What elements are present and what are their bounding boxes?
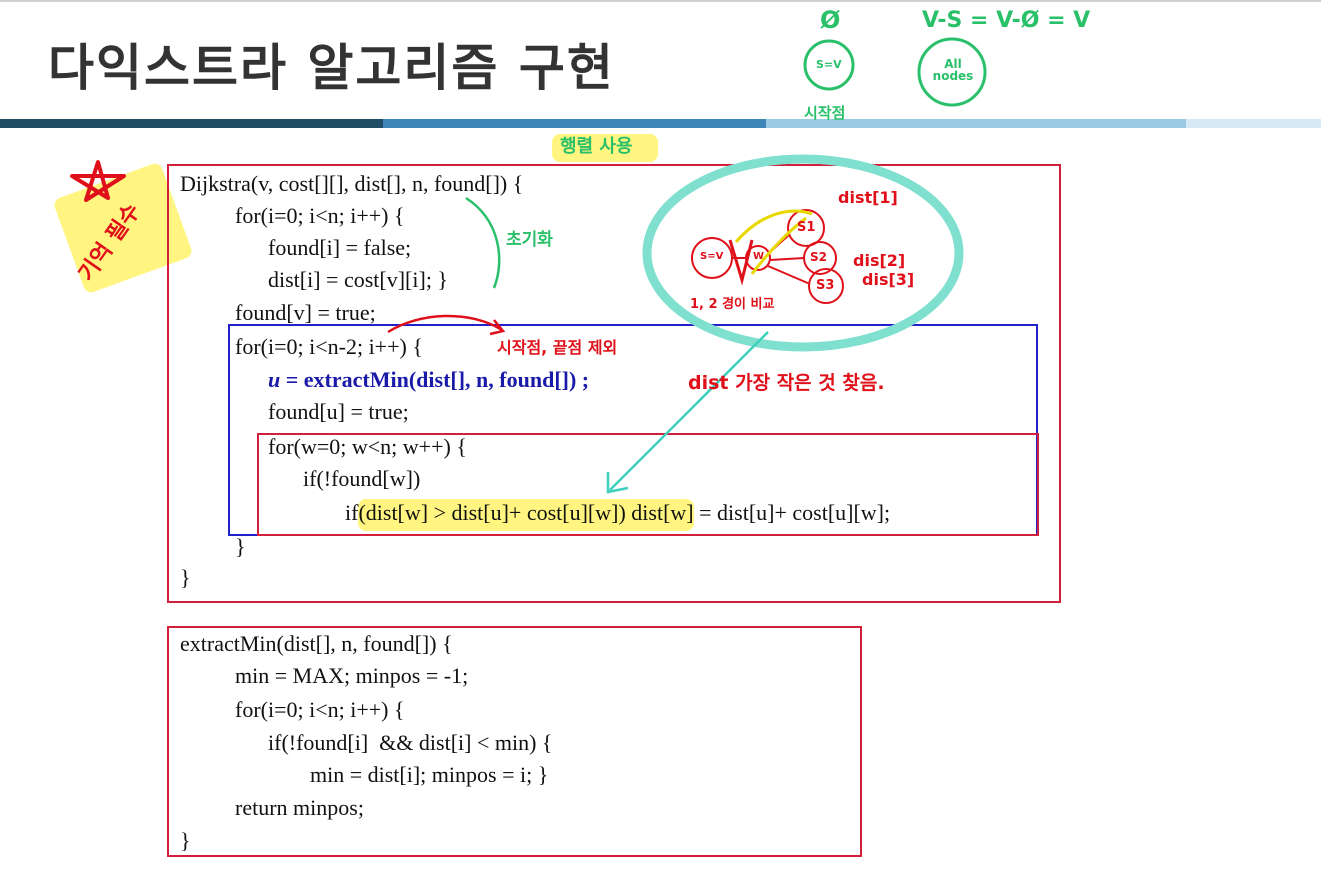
code-line: for(i=0; i<n; i++) {	[235, 697, 405, 722]
code-line: }	[180, 565, 191, 590]
code-line: found[i] = false;	[268, 235, 412, 260]
init-note: 초기화	[506, 230, 553, 250]
code-line: found[u] = true;	[268, 399, 409, 424]
node-s1-label: S1	[797, 220, 816, 235]
code-line: found[v] = true;	[235, 300, 376, 325]
exclude-note: 시작점, 끝점 제외	[497, 338, 618, 357]
yellow-path	[734, 209, 813, 243]
compare-note: 1, 2 경이 비교	[690, 297, 775, 312]
top-border	[0, 0, 1321, 2]
star-icon	[70, 160, 126, 202]
s-label: S=V	[816, 58, 842, 71]
code-line: for(i=0; i<n; i++) {	[235, 203, 405, 228]
dist2-label: dis[2]	[853, 251, 906, 270]
graph-node-s3	[808, 268, 844, 304]
code-line: Dijkstra(v, cost[][], dist[], n, found[]…	[180, 171, 524, 196]
code-line: }	[180, 828, 191, 853]
code-line: return minpos;	[235, 795, 364, 820]
node-sv-label: S=V	[700, 251, 724, 262]
code-line: extractMin(dist[], n, found[]) {	[180, 631, 453, 656]
dijkstra-code-box	[167, 164, 1061, 603]
title-underline-band	[383, 119, 766, 128]
code-line: if(dist[w] > dist[u]+ cost[u][w]) dist[w…	[345, 500, 891, 525]
all-nodes-circle	[917, 37, 987, 107]
teal-arrow	[609, 331, 769, 491]
matrix-note: 행렬 사용	[560, 136, 633, 157]
all-nodes-label: All nodes	[932, 57, 974, 83]
yellow-path	[750, 216, 807, 275]
code-line: }	[235, 534, 246, 559]
empty-set-note: Ø	[820, 6, 841, 34]
code-line: if(!found[i] && dist[i] < min) {	[268, 730, 553, 755]
dist3-label: dis[3]	[862, 270, 915, 289]
inner-loop-box	[257, 433, 1039, 536]
dist1-label: dist[1]	[838, 188, 898, 207]
start-point-note: 시작점	[804, 104, 846, 122]
code-line: for(w=0; w<n; w++) {	[268, 434, 467, 459]
graph-highlight-circle	[642, 154, 964, 352]
variable-u: u	[268, 367, 281, 392]
highlight-matrix	[552, 134, 658, 162]
code-line: min = MAX; minpos = -1;	[235, 663, 469, 688]
v-mark	[728, 239, 754, 286]
title-underline-band	[766, 119, 1186, 128]
node-w-label: W	[753, 251, 765, 262]
find-min-note: dist 가장 작은 것 찾음.	[688, 372, 885, 394]
graph-node-s1	[787, 209, 825, 247]
set-s-circle	[803, 39, 855, 91]
title-underline-band	[0, 119, 383, 128]
highlight-condition	[358, 499, 694, 531]
extractmin-code-box	[167, 626, 862, 857]
extractmin-call: = extractMin(dist[], n, found[]) ;	[285, 367, 590, 392]
code-line: min = dist[i]; minpos = i; }	[310, 762, 549, 787]
init-bracket	[465, 196, 501, 289]
node-s2-label: S2	[810, 250, 827, 264]
code-line: for(i=0; i<n-2; i++) {	[235, 334, 423, 359]
code-line: if(!found[w])	[303, 466, 421, 491]
title-underline-band	[1186, 119, 1321, 128]
code-line-extractmin-call: u = extractMin(dist[], n, found[]) ;	[268, 369, 589, 391]
set-formula-note: V-S = V-Ø = V	[922, 8, 1091, 33]
code-line: dist[i] = cost[v][i]; }	[268, 267, 448, 292]
exclude-arrow	[387, 314, 503, 334]
slide-title: 다익스트라 알고리즘 구현	[48, 39, 615, 97]
node-s3-label: S3	[816, 278, 835, 293]
